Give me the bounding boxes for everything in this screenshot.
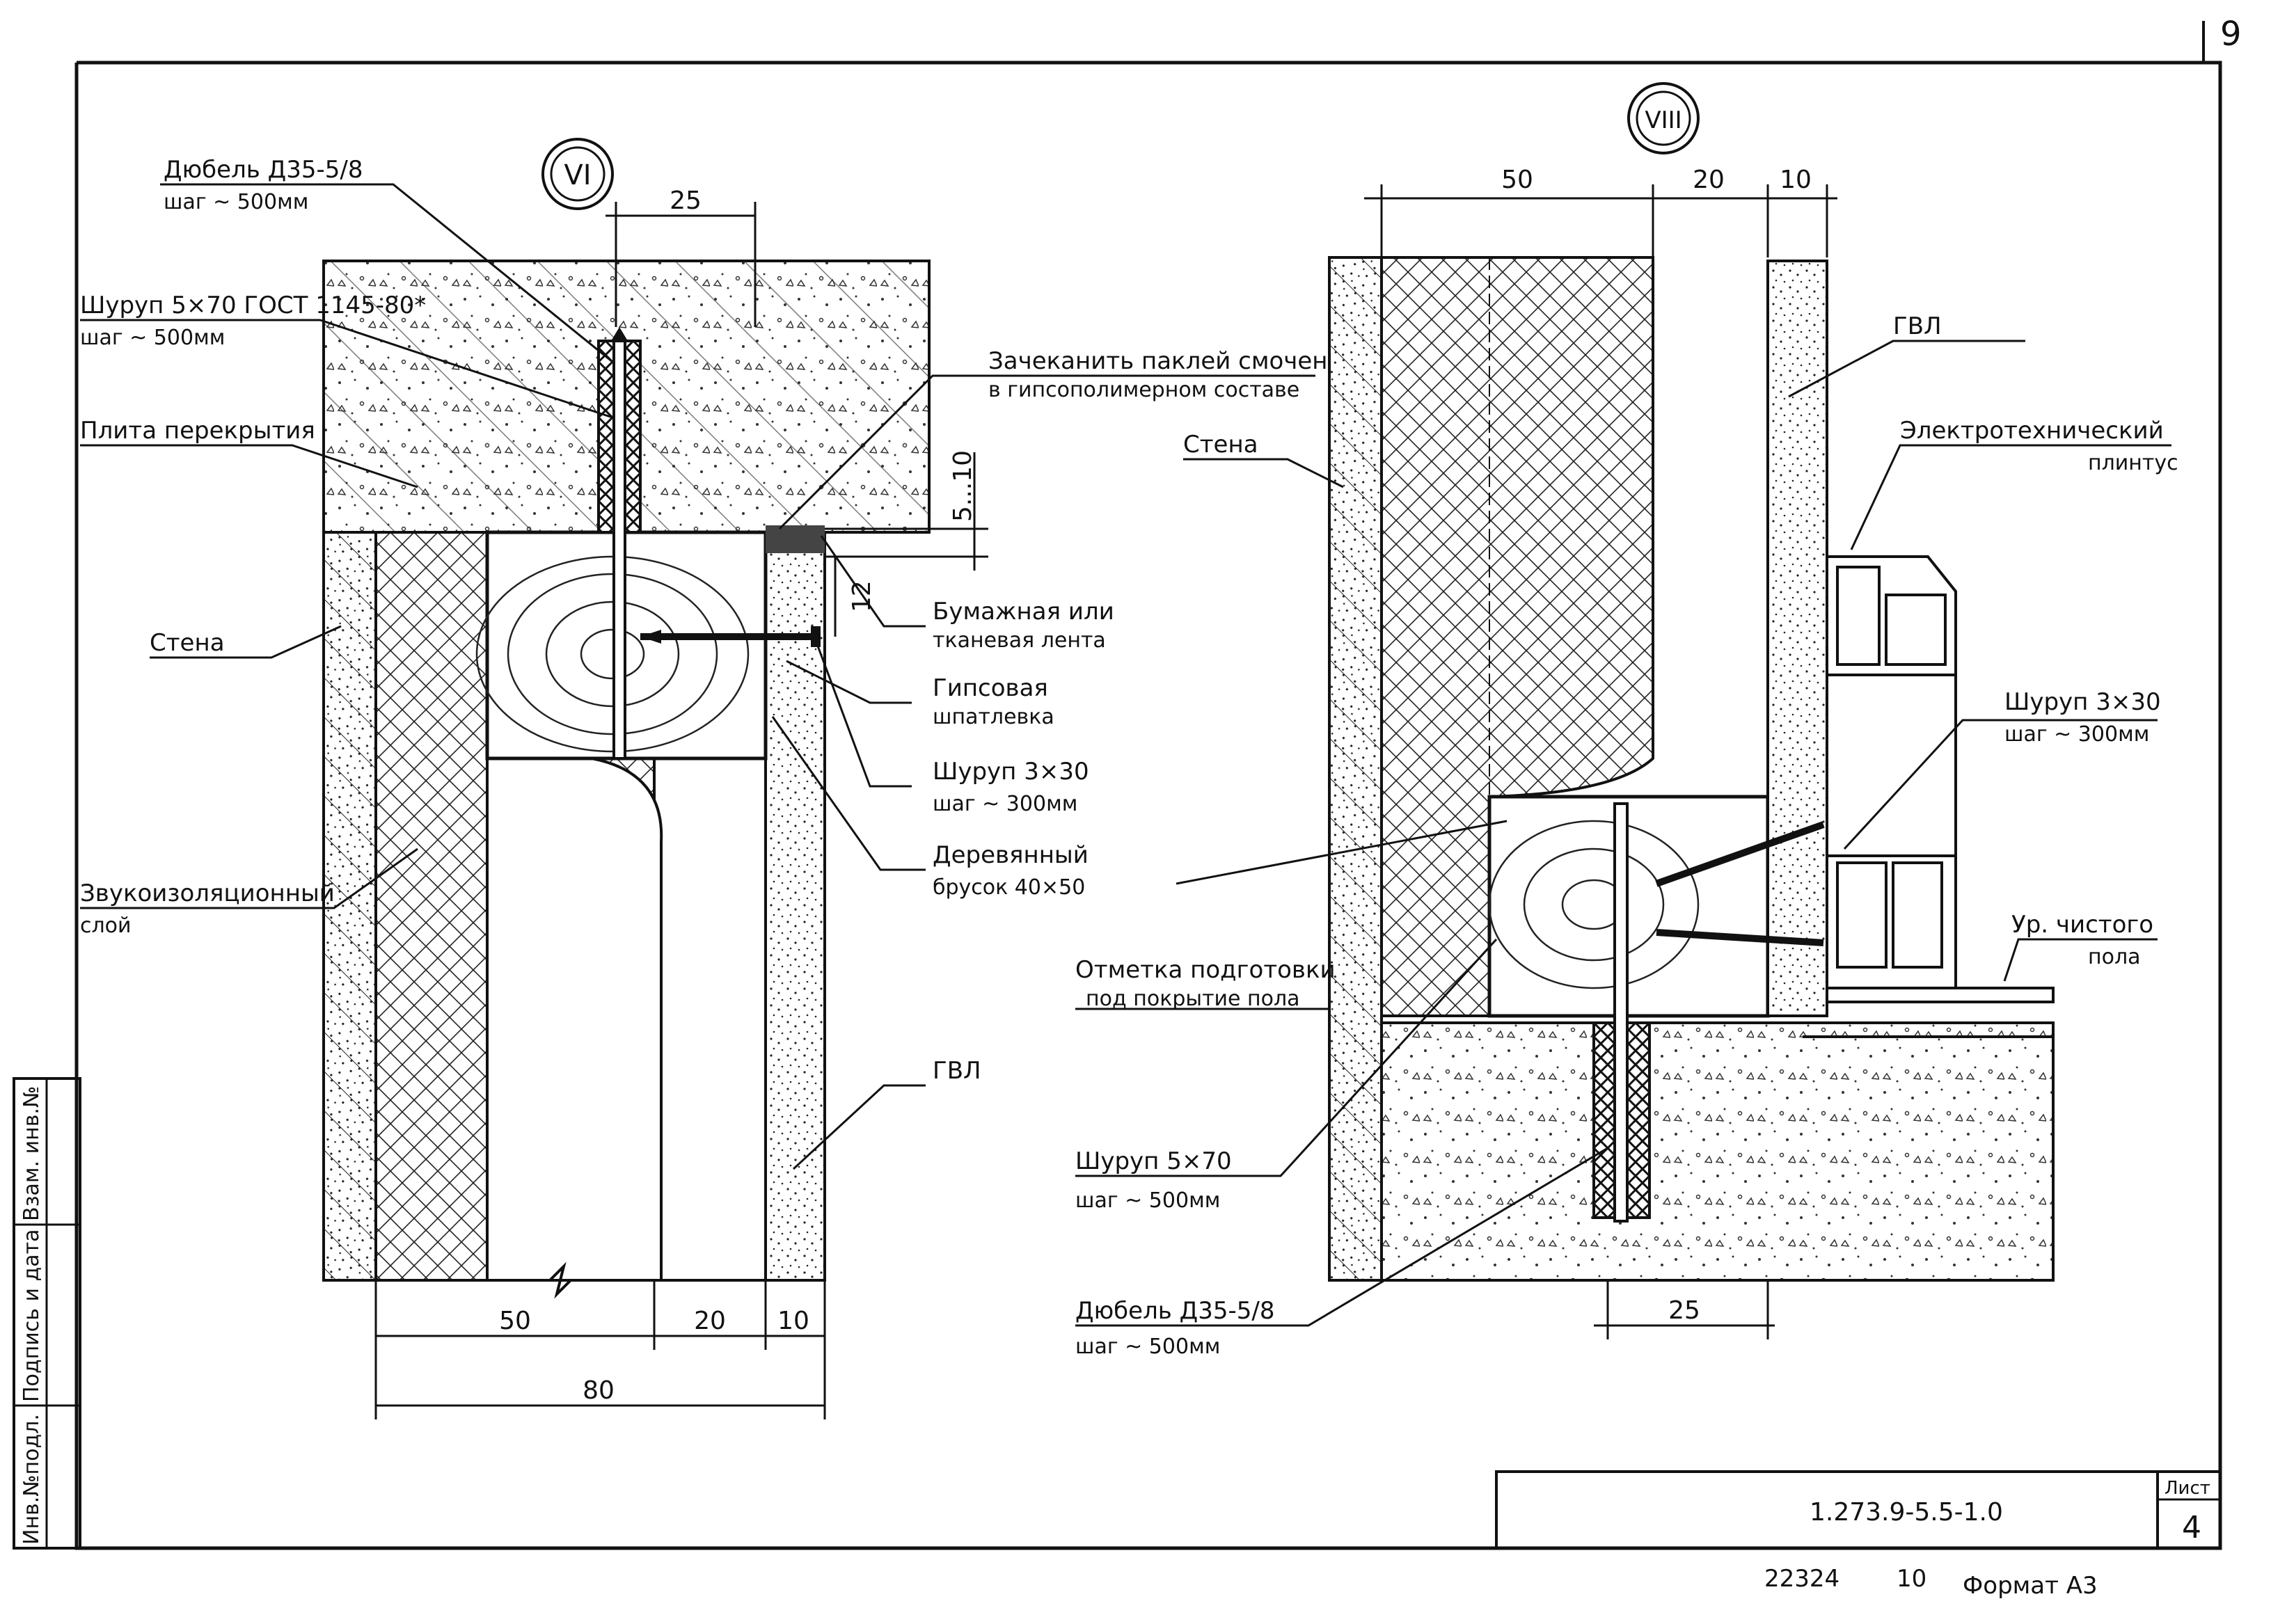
vi-label-caulk-1: Зачеканить паклей смоченной [988,347,1373,375]
viii-dim-bottom: 25 [1668,1296,1700,1325]
viii-label-baseboard-1: Электротехнический [1900,417,2164,445]
vi-label-tape-2: тканевая лента [933,628,1106,653]
viii-baseboard [1826,555,1957,989]
sheet-number: 4 [2182,1510,2201,1545]
stamp-inv-podl: Инв.№подл. [19,1414,44,1545]
vi-label-wall: Стена [150,629,225,657]
vi-dim-gap: 5...10 [949,450,977,522]
stamp-signature: Подпись и дата [19,1229,44,1403]
viii-label-dowel: Дюбель Д35-5/8 [1075,1297,1274,1325]
vi-label-dowel-step: шаг ~ 500мм [164,190,308,214]
viii-dim-w1: 50 [1501,166,1533,194]
viii-label-screw2: Шуруп 5×70 [1075,1147,1232,1175]
bottom-number: 22324 [1764,1565,1839,1593]
detail-viii [1328,256,2055,1282]
sheet-label: Лист [2165,1478,2210,1499]
detail-vi [322,260,931,1299]
viii-label-wall: Стена [1183,431,1258,459]
vi-dim-w2: 20 [694,1307,726,1335]
vi-label-sound-1: Звукоизоляционный [80,879,335,907]
viii-label-gvl: ГВЛ [1893,312,1942,340]
vi-dim-top: 25 [670,186,702,215]
vi-label-putty-2: шпатлевка [933,705,1054,729]
vi-label-screw2: Шуруп 3×30 [933,758,1089,786]
viii-gvl-board [1766,260,1828,1017]
vi-label-bar-1: Деревянный [933,841,1089,869]
viii-label-prep-1: Отметка подготовки [1075,956,1336,984]
vi-leaders [80,183,1315,1170]
vi-label-tape-1: Бумажная или [933,598,1114,626]
stamp-vzam: Взам. инв.№ [19,1086,44,1221]
viii-label-baseboard-2: плинтус [2088,451,2178,475]
vi-label-gvl: ГВЛ [933,1057,981,1085]
viii-label-prep-2: под покрытие пола [1086,987,1300,1011]
vi-dim-w1: 50 [499,1307,531,1335]
vi-label-bar-2: брусок 40×50 [933,875,1085,900]
viii-label-floor-2: пола [2088,945,2141,969]
viii-label-floor-1: Ур. чистого [2011,911,2153,939]
vi-marker-text: VI [564,159,591,191]
sheet-frame [13,21,2222,1550]
vi-label-putty-1: Гипсовая [933,674,1048,702]
viii-leaders [1075,340,2171,1327]
vi-dim-total: 80 [583,1376,615,1405]
vi-label-sound-2: слой [80,914,132,938]
bottom-code: 10 [1897,1565,1926,1593]
viii-label-screw2-step: шаг ~ 500мм [1075,1188,1220,1213]
viii-dim-w3: 10 [1780,166,1812,194]
doc-code: 1.273.9-5.5-1.0 [1810,1498,2003,1527]
vi-label-screw: Шуруп 5×70 ГОСТ 1145-80* [80,292,426,319]
viii-label-dowel-step: шаг ~ 500мм [1075,1335,1220,1359]
page-corner-number: 9 [2220,15,2242,54]
vi-label-dowel: Дюбель Д35-5/8 [164,156,363,184]
viii-label-screw: Шуруп 3×30 [2004,688,2161,716]
viii-marker-text: VIII [1645,106,1682,134]
viii-dimensions [1364,184,1837,1339]
vi-label-slab: Плита перекрытия [80,417,315,445]
vi-label-caulk-2: в гипсополимерном составе [988,378,1299,402]
vi-label-screw-step: шаг ~ 500мм [80,326,225,350]
format-label: Формат А3 [1963,1572,2098,1600]
vi-dim-w3: 10 [777,1307,809,1335]
vi-dimensions [374,202,988,1419]
viii-marker: VIII [1627,82,1700,154]
viii-label-screw-step: шаг ~ 300мм [2004,722,2149,747]
vi-label-screw2-step: шаг ~ 300мм [933,792,1077,816]
viii-dim-w2: 20 [1693,166,1725,194]
viii-floor-slab [1380,1021,2055,1282]
vi-wall [322,531,377,1282]
vi-marker: VI [541,138,614,210]
viii-wall [1328,256,1383,1282]
